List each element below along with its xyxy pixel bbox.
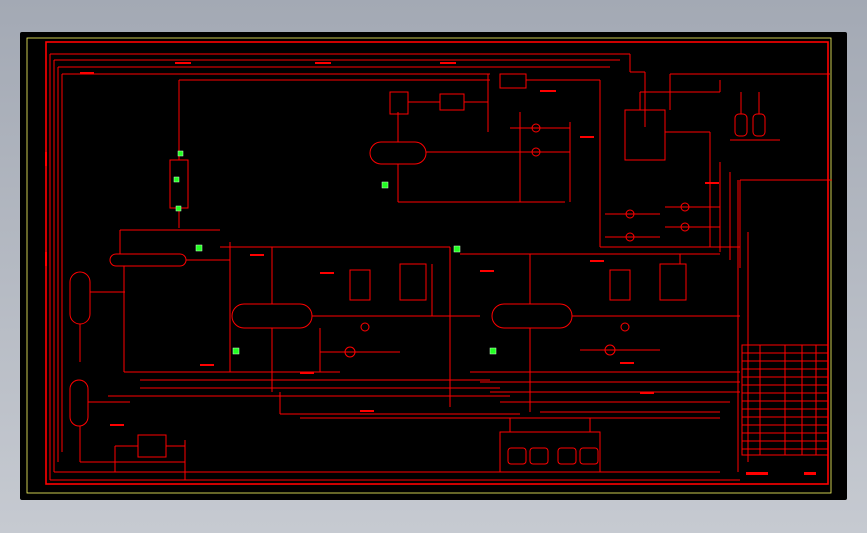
center-top-unit <box>369 73 601 247</box>
reactor-train-a <box>108 246 520 415</box>
left-headers <box>49 54 740 481</box>
top-headers <box>50 53 646 127</box>
outer-border <box>26 37 832 494</box>
cad-viewport[interactable] <box>20 32 847 500</box>
column-and-drum <box>109 79 490 373</box>
valve-markers <box>173 150 497 355</box>
instrument-tags <box>45 62 719 426</box>
pid-schematic <box>26 37 832 494</box>
reactor-train-b <box>460 253 740 413</box>
left-vessels <box>69 271 186 480</box>
title-block <box>741 344 829 475</box>
pump-group <box>600 202 740 248</box>
right-top-unit <box>624 73 832 472</box>
bottom-pump-skid <box>300 417 720 473</box>
